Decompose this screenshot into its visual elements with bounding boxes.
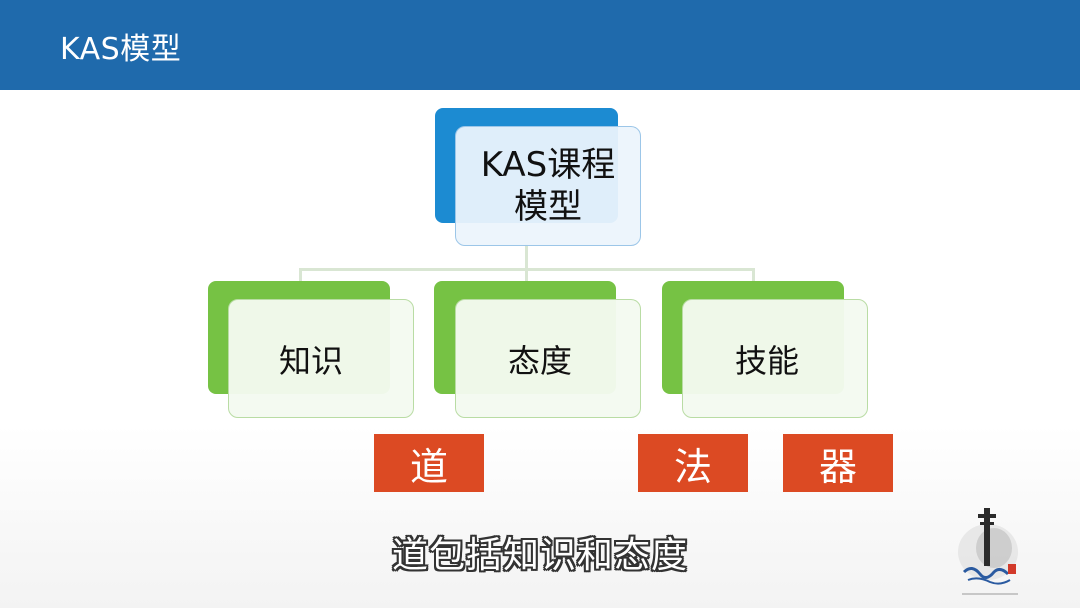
video-subtitle: 道包括知识和态度 xyxy=(391,535,688,576)
ink-brush-seal-logo-icon xyxy=(958,508,1018,595)
child-node-knowledge-label: 知识 xyxy=(278,341,343,380)
root-node-line2: 模型 xyxy=(513,187,582,227)
connector-child-2 xyxy=(525,268,528,282)
child-node-attitude-label: 态度 xyxy=(507,341,572,380)
connector-child-3 xyxy=(752,268,755,282)
root-node-line1: KAS课程 xyxy=(480,145,616,185)
slide-title: KAS模型 xyxy=(60,32,182,67)
child-node-attitude: 态度 xyxy=(455,299,641,418)
slide-header: KAS模型 xyxy=(0,0,1080,90)
connector-child-1 xyxy=(299,268,302,282)
root-node: KAS课程 模型 xyxy=(455,126,641,246)
child-node-skill: 技能 xyxy=(682,299,868,418)
tag-fa: 法 xyxy=(638,434,748,492)
child-node-skill-label: 技能 xyxy=(734,341,799,380)
tag-dao: 道 xyxy=(374,434,484,492)
tag-qi: 器 xyxy=(783,434,893,492)
connector-root-vertical xyxy=(525,244,528,270)
child-node-knowledge: 知识 xyxy=(228,299,414,418)
